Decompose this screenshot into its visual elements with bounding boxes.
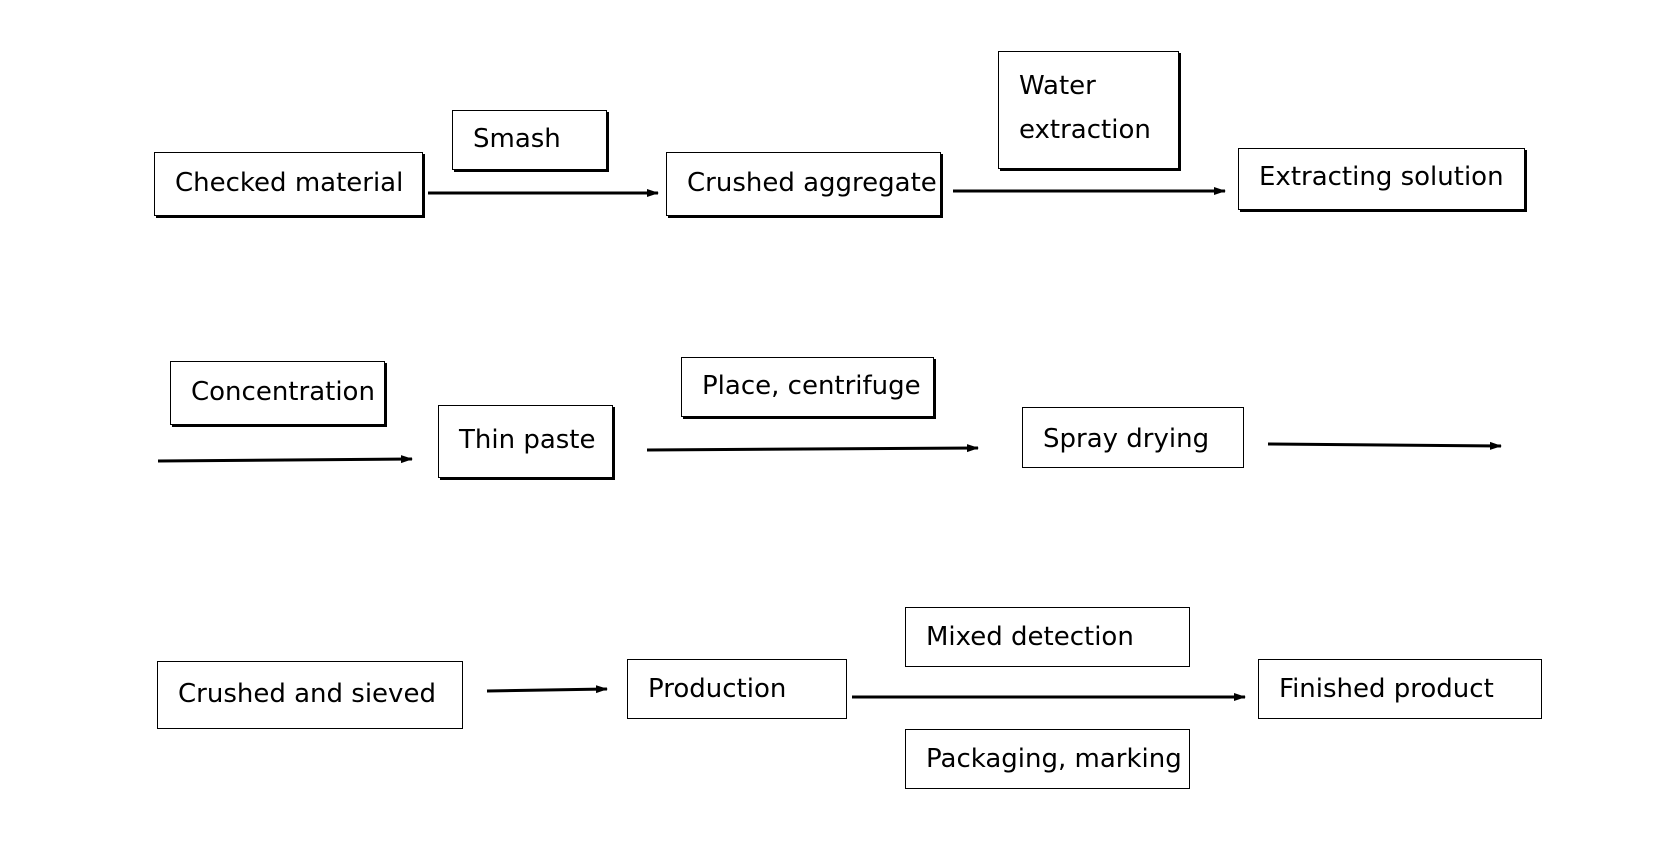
arrow-spray-onward [1267,441,1502,450]
node-thin-paste: Thin paste [438,405,613,478]
node-checked-material: Checked material [154,152,423,216]
node-label: Crushed and sieved [178,679,436,709]
step-packaging-marking: Packaging, marking [905,729,1190,789]
step-water-extraction: Water extraction [998,51,1179,169]
step-label-line1: Water [1019,71,1096,101]
step-label: Concentration [191,377,375,407]
step-label: Mixed detection [926,622,1134,652]
node-label: Spray drying [1043,424,1210,454]
arrow-thin-paste-to-spray [646,444,979,453]
node-label: Production [648,674,787,704]
node-extracting-solution: Extracting solution [1238,148,1525,210]
node-label: Extracting solution [1259,162,1504,192]
node-finished-product: Finished product [1258,659,1542,719]
node-production: Production [627,659,847,719]
node-label: Finished product [1279,674,1494,704]
step-label: Smash [473,124,561,154]
node-crushed-aggregate: Crushed aggregate [666,152,941,216]
node-spray-drying: Spray drying [1022,407,1244,468]
node-label: Crushed aggregate [687,168,937,198]
arrow-to-thin-paste [157,455,413,464]
step-label-line2: extraction [1019,115,1151,145]
arrow-sieved-to-production [486,685,608,694]
step-mixed-detection: Mixed detection [905,607,1190,667]
node-label: Checked material [175,168,404,198]
step-label: Packaging, marking [926,744,1182,774]
step-smash: Smash [452,110,607,170]
step-place-centrifuge: Place, centrifuge [681,357,934,417]
node-crushed-and-sieved: Crushed and sieved [157,661,463,729]
step-concentration: Concentration [170,361,385,425]
node-label: Thin paste [459,425,596,455]
step-label: Place, centrifuge [702,371,921,401]
